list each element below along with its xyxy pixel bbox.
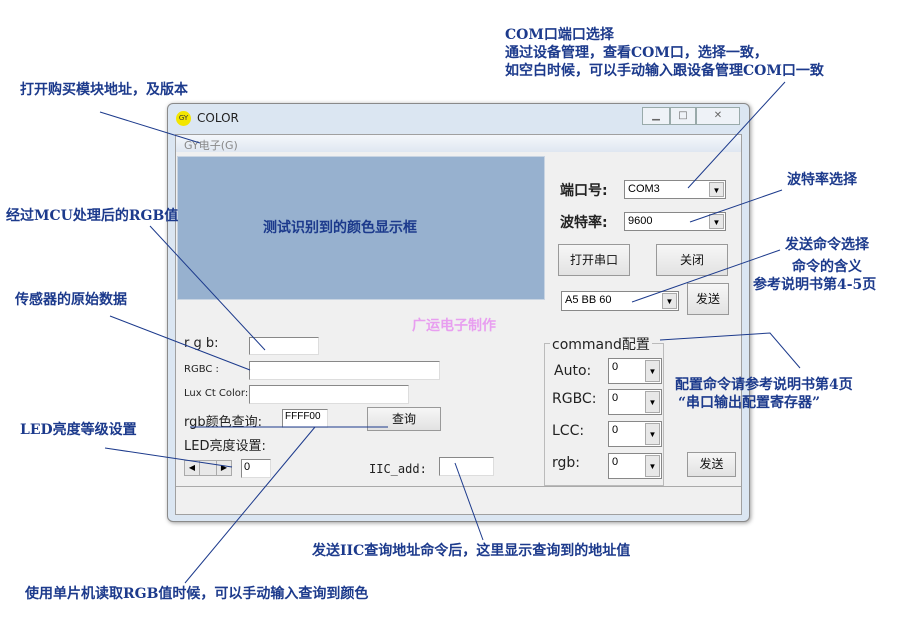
close-port-button[interactable]: 关闭 bbox=[656, 244, 728, 276]
annotation-baud: 波特率选择 bbox=[787, 172, 857, 188]
close-button[interactable]: ✕ bbox=[696, 107, 740, 125]
arrow-left-icon[interactable]: ◀ bbox=[185, 461, 200, 475]
command-value: A5 BB 60 bbox=[565, 294, 612, 306]
baud-value: 9600 bbox=[628, 215, 653, 227]
annotation-config-2: “串口输出配置寄存器” bbox=[678, 395, 821, 411]
port-label: 端口号: bbox=[560, 183, 608, 199]
chevron-down-icon: ▼ bbox=[709, 182, 724, 197]
annotation-mcu-read: 使用单片机读取RGB值时候，可以手动输入查询到颜色 bbox=[25, 586, 369, 602]
app-window: GY COLOR ▁ □ ✕ GY电子(G) 测试识别到的颜色显示框 广运电子制… bbox=[167, 103, 750, 522]
led-scrollbar[interactable]: ◀ ▶ bbox=[184, 460, 232, 476]
annotation-mcu: 经过MCU处理后的RGB值 bbox=[6, 208, 179, 224]
config-rgbc-select[interactable]: 0▼ bbox=[608, 389, 662, 415]
auto-select[interactable]: 0▼ bbox=[608, 358, 662, 384]
auto-value: 0 bbox=[612, 361, 619, 373]
annotation-led: LED亮度等级设置 bbox=[20, 422, 137, 438]
chevron-down-icon: ▼ bbox=[709, 214, 724, 229]
command-select[interactable]: A5 BB 60 ▼ bbox=[561, 291, 679, 311]
annotation-cmd-1: 发送命令选择 bbox=[785, 237, 869, 253]
led-label: LED亮度设置: bbox=[184, 439, 266, 454]
chevron-down-icon: ▼ bbox=[662, 293, 677, 309]
query-button[interactable]: 查询 bbox=[367, 407, 441, 431]
led-value[interactable]: 0 bbox=[241, 459, 271, 478]
config-rgbc-value: 0 bbox=[612, 392, 619, 404]
send-command-button[interactable]: 发送 bbox=[687, 283, 729, 315]
annotation-com-2: 通过设备管理，查看COM口，选择一致， bbox=[505, 45, 768, 61]
minimize-button[interactable]: ▁ bbox=[642, 107, 670, 125]
status-bar bbox=[176, 486, 741, 514]
window-title: COLOR bbox=[197, 111, 239, 125]
lux-field[interactable] bbox=[249, 385, 409, 404]
baud-label: 波特率: bbox=[560, 215, 608, 231]
chevron-down-icon: ▼ bbox=[645, 360, 660, 382]
iic-field[interactable] bbox=[439, 457, 494, 476]
annotation-cmd-2: 命令的含义 bbox=[792, 259, 862, 275]
chevron-down-icon: ▼ bbox=[645, 391, 660, 413]
iic-label: IIC_add: bbox=[369, 462, 427, 476]
lcc-label: LCC: bbox=[552, 423, 585, 439]
chevron-down-icon: ▼ bbox=[645, 423, 660, 445]
config-title: command配置 bbox=[550, 334, 652, 354]
menu-gy[interactable]: GY电子(G) bbox=[176, 135, 741, 152]
annotation-buy: 打开购买模块地址，及版本 bbox=[20, 82, 188, 98]
query-field[interactable]: FFFF00 bbox=[282, 409, 328, 428]
query-label: rgb颜色查询: bbox=[184, 415, 263, 430]
annotation-cmd-3: 参考说明书第4-5页 bbox=[753, 277, 877, 293]
baud-select[interactable]: 9600 ▼ bbox=[624, 212, 726, 231]
rgbc-field[interactable] bbox=[249, 361, 440, 380]
rgb-field[interactable] bbox=[249, 337, 319, 355]
config-rgbc-label: RGBC: bbox=[552, 391, 597, 407]
config-rgb-select[interactable]: 0▼ bbox=[608, 453, 662, 479]
app-icon: GY bbox=[176, 111, 191, 126]
client-area: GY电子(G) 测试识别到的颜色显示框 广运电子制作 端口号: COM3 ▼ 波特… bbox=[175, 134, 742, 515]
open-port-button[interactable]: 打开串口 bbox=[558, 244, 630, 276]
arrow-right-icon[interactable]: ▶ bbox=[216, 461, 231, 475]
port-select[interactable]: COM3 ▼ bbox=[624, 180, 726, 199]
lux-label: Lux Ct Color: bbox=[184, 388, 249, 399]
watermark: 广运电子制作 bbox=[412, 318, 496, 334]
annotation-config-1: 配置命令请参考说明书第4页 bbox=[675, 377, 853, 393]
rgb-label: r g b: bbox=[184, 336, 219, 351]
config-rgb-label: rgb: bbox=[552, 455, 580, 471]
maximize-button[interactable]: □ bbox=[670, 107, 696, 125]
lcc-select[interactable]: 0▼ bbox=[608, 421, 662, 447]
rgbc-label: RGBC : bbox=[184, 364, 219, 375]
config-rgb-value: 0 bbox=[612, 456, 619, 468]
chevron-down-icon: ▼ bbox=[645, 455, 660, 477]
annotation-com-3: 如空白时候，可以手动输入跟设备管理COM口一致 bbox=[505, 63, 824, 79]
auto-label: Auto: bbox=[554, 363, 592, 379]
config-send-button[interactable]: 发送 bbox=[687, 452, 736, 477]
annotation-iic: 发送IIC查询地址命令后，这里显示查询到的地址值 bbox=[312, 543, 631, 559]
port-value: COM3 bbox=[628, 183, 660, 195]
annotation-raw: 传感器的原始数据 bbox=[15, 292, 127, 308]
lcc-value: 0 bbox=[612, 424, 619, 436]
color-display-label: 测试识别到的颜色显示框 bbox=[263, 220, 417, 236]
annotation-com-1: COM口端口选择 bbox=[505, 27, 614, 43]
